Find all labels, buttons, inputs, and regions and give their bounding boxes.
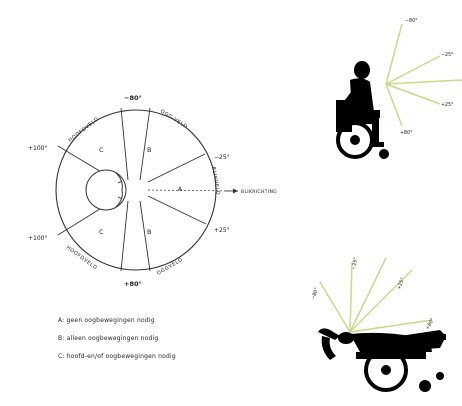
radial-line-top-left: [121, 108, 128, 180]
radial-line-right-upper: [148, 154, 205, 182]
head-icon: [86, 170, 126, 210]
arc-label-hoofdveld-top: HOOFDVELD: [68, 116, 101, 143]
zone-b-top-label: B: [147, 146, 151, 154]
zone-c-top-label: C: [99, 146, 104, 154]
angle-label-top: −80°: [124, 94, 142, 102]
upright-angle-label-2: −25°: [441, 52, 454, 58]
legend-item-a: A: geen oogbewegingen nodig: [58, 317, 155, 324]
sight-lines-upright: [386, 24, 462, 126]
angle-label-bottom: +80°: [124, 280, 142, 288]
reclined-angle-label-1: −80°: [310, 287, 320, 301]
angle-label-lower-left: +100°: [28, 235, 47, 242]
upright-angle-label-3: +25°: [441, 102, 454, 108]
zone-b-bottom-label: B: [147, 228, 151, 236]
legend-item-c: C: hoofd-en/of oogbewegingen nodig: [58, 353, 176, 360]
arc-label-oogveld-top: OOG-VELD: [159, 109, 189, 131]
reclined-angle-label-2: −25°: [351, 257, 359, 270]
legend-item-b: B: alleen oogbewegingen nodig: [58, 335, 158, 342]
upright-angle-label-4: +80°: [400, 130, 413, 136]
arc-label-blikveld: BLIKVELD: [210, 166, 221, 196]
angle-label-upper-left: +100°: [28, 145, 47, 152]
angle-label-right-lower: +25°: [214, 227, 230, 234]
radial-line-bottom-right: [140, 201, 150, 271]
visual-field-diagram: BLIKRICHTING A B B C C −80° +100° −25° +…: [28, 94, 277, 288]
zone-c-bottom-label: C: [99, 228, 104, 236]
radial-line-bottom-left: [121, 201, 128, 271]
angle-label-right-upper: −25°: [214, 154, 230, 161]
upright-silhouette: [336, 61, 389, 159]
arc-label-oogveld-bottom: OOGVELD: [156, 257, 184, 277]
radial-line-right-lower: [148, 196, 206, 224]
gaze-arrow: [148, 190, 238, 191]
radial-line-top-right: [140, 108, 150, 180]
sight-lines-reclined: [320, 258, 432, 332]
wheelchair-reclined-figure: −80° −25° +25° +80°: [310, 257, 446, 392]
wheelchair-upright-figure: −80° −25° +25° +80°: [336, 18, 462, 159]
reclined-angle-label-4: +80°: [425, 317, 436, 331]
gaze-direction-label: BLIKRICHTING: [241, 189, 277, 195]
upright-angle-label-1: −80°: [405, 18, 418, 24]
zone-a-label: A: [178, 186, 183, 193]
reclined-silhouette: [318, 328, 446, 392]
